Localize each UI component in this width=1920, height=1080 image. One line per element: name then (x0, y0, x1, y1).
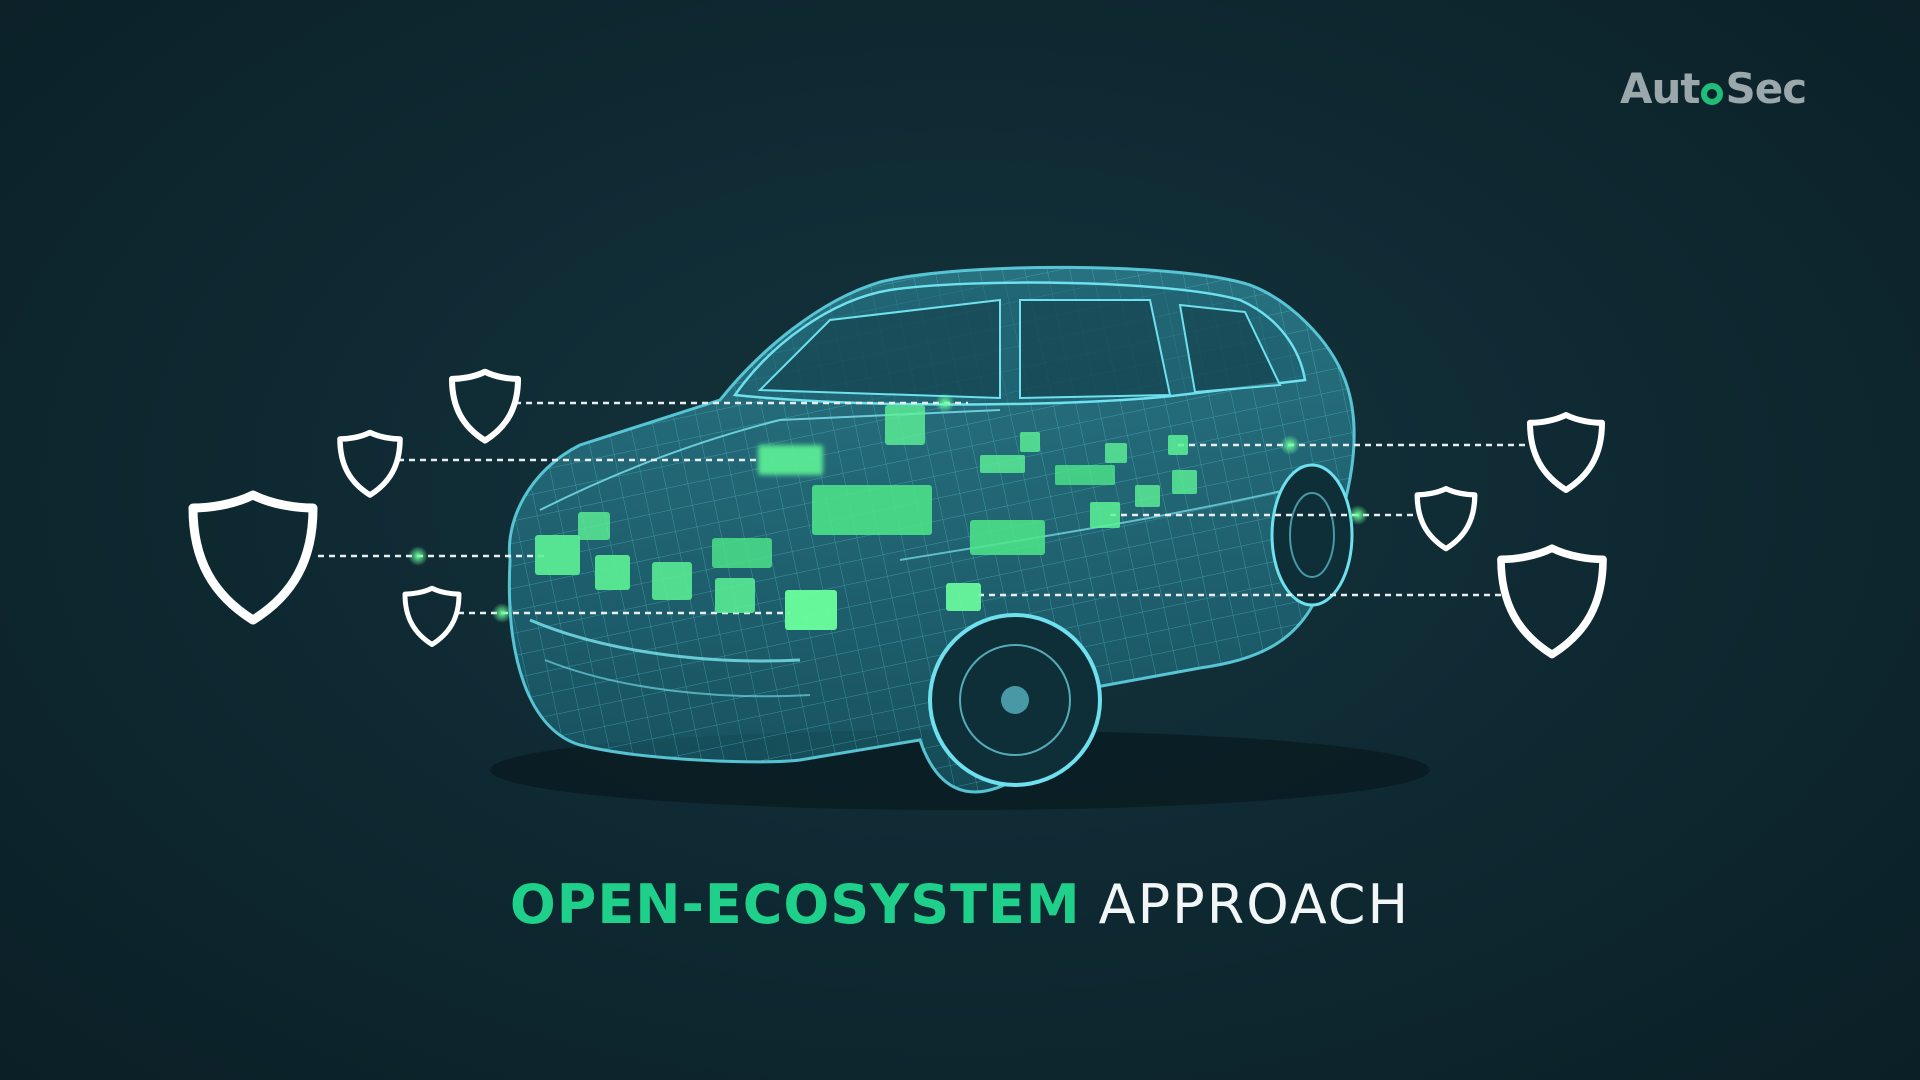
ecu-module (1172, 470, 1197, 494)
ecu-module (1055, 465, 1115, 485)
ecu-module (1020, 432, 1040, 452)
ecu-module (970, 520, 1045, 555)
shield-icon (1501, 548, 1603, 654)
ecu-module (1135, 485, 1160, 507)
shield-icon (405, 588, 459, 644)
ecu-module (885, 405, 925, 445)
ecu-module (785, 590, 837, 630)
shield-icon (340, 433, 400, 496)
shield-icon (1530, 415, 1602, 490)
shield-icon (452, 372, 518, 441)
ecu-module (980, 455, 1025, 473)
caption-rest: APPROACH (1099, 873, 1410, 936)
ecu-module (535, 535, 580, 575)
ecu-module (946, 583, 981, 611)
ecu-module (1105, 443, 1127, 463)
ecu-module (812, 485, 932, 535)
car-wireframe (490, 267, 1430, 810)
ecu-module (758, 445, 823, 475)
ecu-module (1090, 502, 1120, 528)
ecu-module (1168, 435, 1188, 455)
ecu-module (578, 512, 610, 540)
ecu-module (712, 538, 772, 568)
ecu-module (595, 555, 630, 590)
shield-icon (193, 495, 313, 620)
caption-highlight: OPEN-ECOSYSTEM (510, 873, 1081, 936)
caption: OPEN-ECOSYSTEM APPROACH (0, 870, 1920, 940)
shield-icon (1417, 489, 1475, 549)
ecu-module (715, 578, 755, 613)
ecu-module (652, 562, 692, 600)
